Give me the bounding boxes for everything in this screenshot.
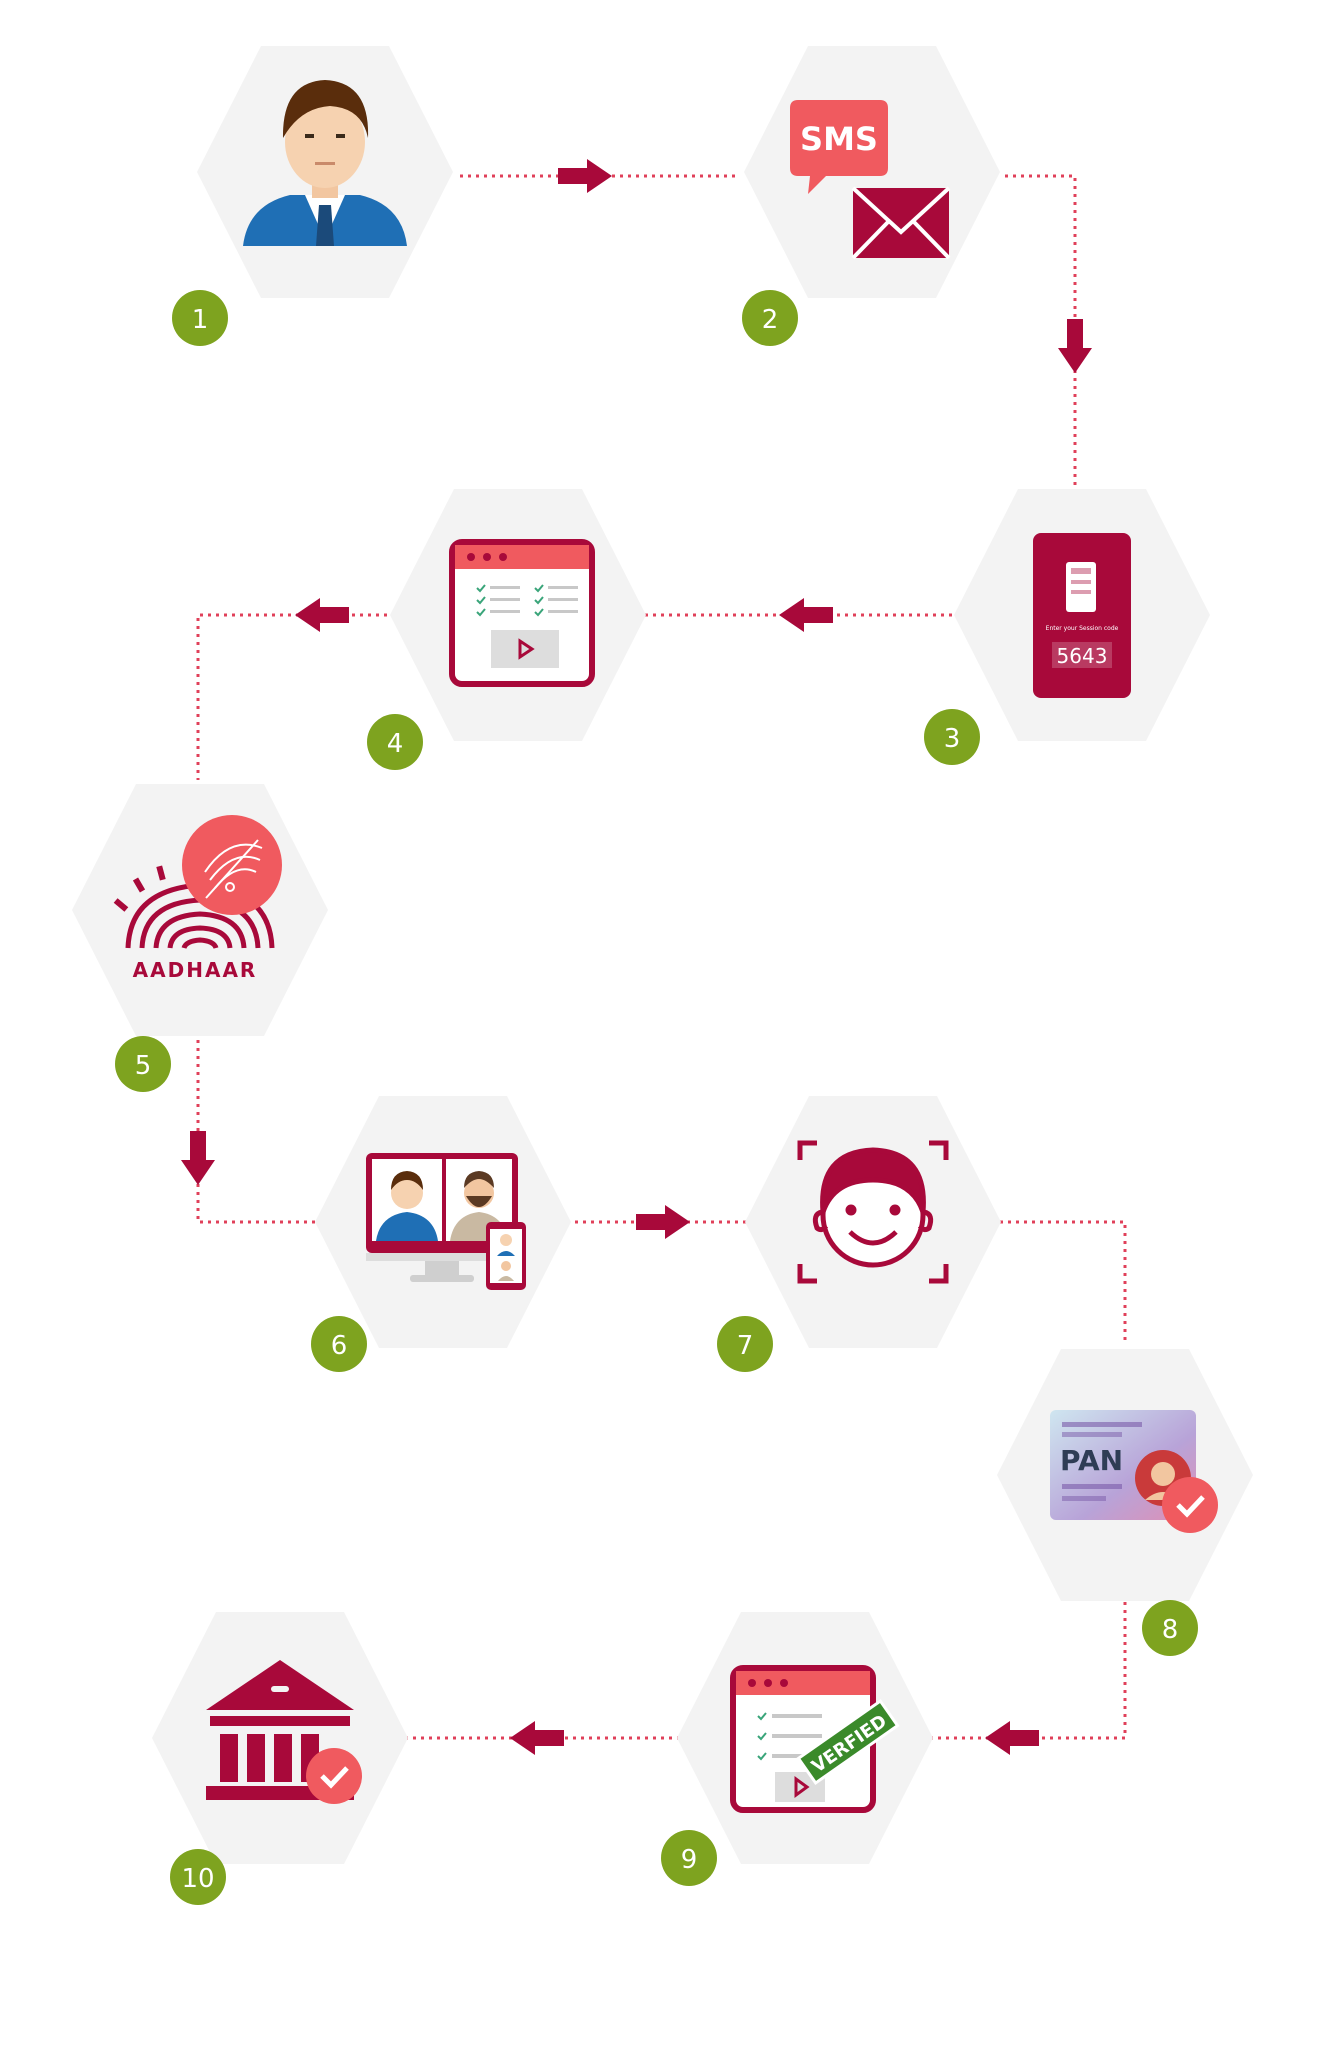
aadhaar-logo-text: AADHAAR xyxy=(133,958,258,982)
step-9: VERFIED xyxy=(677,1612,933,1864)
face-scan-icon xyxy=(797,1140,949,1284)
step-badge-1: 1 xyxy=(172,290,228,346)
arrow-down-icon xyxy=(181,1131,215,1185)
svg-text:3: 3 xyxy=(944,724,961,754)
svg-text:5: 5 xyxy=(135,1051,152,1081)
step-badge-2: 2 xyxy=(742,290,798,346)
arrow-right-icon xyxy=(636,1205,690,1239)
svg-text:4: 4 xyxy=(387,729,404,759)
step-1 xyxy=(197,46,453,298)
svg-text:1: 1 xyxy=(192,305,209,335)
pan-card-verified-icon: PAN xyxy=(1050,1410,1218,1533)
step-7 xyxy=(745,1096,1001,1348)
session-code-prompt: Enter your Session code xyxy=(1046,625,1119,632)
svg-text:10: 10 xyxy=(181,1864,214,1894)
arrow-down-icon xyxy=(1058,319,1092,373)
step-4 xyxy=(390,489,646,741)
svg-text:7: 7 xyxy=(737,1331,754,1361)
step-badge-5: 5 xyxy=(115,1036,171,1092)
connector-4-5 xyxy=(196,613,395,780)
connector-8-9 xyxy=(925,1602,1127,1740)
arrow-left-icon xyxy=(510,1721,564,1755)
arrow-left-icon xyxy=(985,1721,1039,1755)
arrows xyxy=(181,159,1092,1755)
step-badge-10: 10 xyxy=(170,1849,226,1905)
connector-7-8 xyxy=(1000,1220,1127,1343)
step-5: AADHAAR xyxy=(72,784,328,1036)
verified-document-icon: VERFIED xyxy=(730,1665,900,1813)
bank-verified-icon xyxy=(206,1660,362,1804)
step-badge-9: 9 xyxy=(661,1830,717,1886)
svg-text:9: 9 xyxy=(681,1845,698,1875)
sms-email-icon: SMS xyxy=(790,100,951,260)
svg-text:2: 2 xyxy=(762,305,779,335)
mobile-session-code-icon: Enter your Session code 5643 xyxy=(1033,533,1131,698)
video-call-icon xyxy=(366,1153,526,1290)
step-badge-6: 6 xyxy=(311,1316,367,1372)
browser-checklist-video-icon xyxy=(449,539,595,687)
connectors xyxy=(196,174,1127,1740)
arrow-left-icon xyxy=(295,598,349,632)
step-badge-4: 4 xyxy=(367,714,423,770)
sms-label: SMS xyxy=(800,120,878,158)
step-8: PAN xyxy=(997,1349,1253,1601)
step-3: Enter your Session code 5643 xyxy=(954,489,1210,741)
step-badge-3: 3 xyxy=(924,709,980,765)
step-2: SMS xyxy=(744,46,1000,298)
arrow-right-icon xyxy=(558,159,612,193)
step-10 xyxy=(152,1612,408,1864)
connector-5-6 xyxy=(196,1040,318,1224)
arrow-left-icon xyxy=(779,598,833,632)
session-code-value: 5643 xyxy=(1057,644,1108,668)
step-badge-8: 8 xyxy=(1142,1600,1198,1656)
connector-2-3 xyxy=(1005,174,1077,487)
step-badge-7: 7 xyxy=(717,1316,773,1372)
customer-avatar-icon xyxy=(243,80,407,246)
svg-text:8: 8 xyxy=(1162,1615,1179,1645)
pan-card-label: PAN xyxy=(1060,1444,1123,1477)
svg-text:6: 6 xyxy=(331,1331,348,1361)
aadhaar-fingerprint-icon: AADHAAR xyxy=(113,815,282,982)
step-6 xyxy=(315,1096,571,1348)
step-badges: 1 2 3 4 5 6 7 8 xyxy=(115,290,1198,1905)
